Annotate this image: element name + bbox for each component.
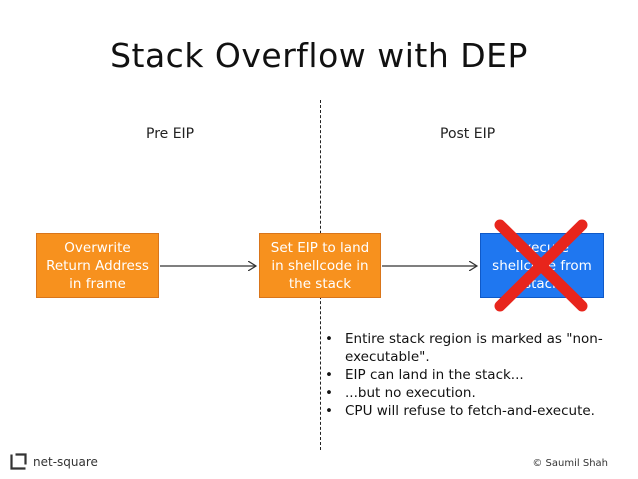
post-eip-label: Post EIP xyxy=(440,126,496,142)
brand-name: net-square xyxy=(33,454,98,469)
list-item: •Entire stack region is marked as "non-e… xyxy=(325,331,603,365)
execute-shellcode-box: Execute shellcode from stack xyxy=(480,233,604,298)
bullet-text: ...but no execution. xyxy=(345,385,476,401)
dep-notes-list: •Entire stack region is marked as "non-e… xyxy=(323,330,623,420)
bullet-text: Entire stack region is marked as "non-ex… xyxy=(345,331,603,365)
list-item: •CPU will refuse to fetch-and-execute. xyxy=(325,403,595,419)
footer-brand: net-square xyxy=(10,453,98,470)
list-item: •EIP can land in the stack... xyxy=(325,367,524,383)
set-eip-box: Set EIP to land in shellcode in the stac… xyxy=(259,233,381,298)
bullet-text: EIP can land in the stack... xyxy=(345,367,524,383)
overwrite-return-address-box: Overwrite Return Address in frame xyxy=(36,233,159,298)
slide-title: Stack Overflow with DEP xyxy=(110,36,528,75)
bullet-text: CPU will refuse to fetch-and-execute. xyxy=(345,403,595,419)
copyright-text: © Saumil Shah xyxy=(532,458,608,469)
net-square-logo-icon xyxy=(10,453,27,470)
pre-eip-label: Pre EIP xyxy=(146,126,195,142)
list-item: •...but no execution. xyxy=(325,385,476,401)
